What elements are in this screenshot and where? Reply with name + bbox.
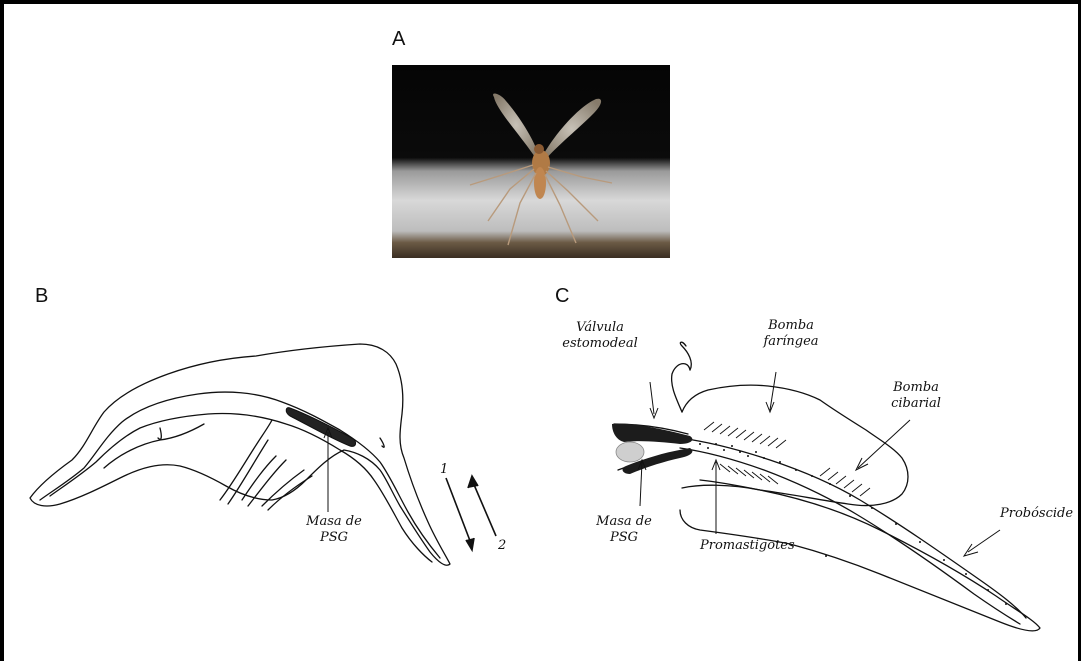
psg-mass-c (616, 442, 644, 462)
cibarial-pump-label-line1: Bomba (893, 380, 939, 395)
psg-mass-label-c-line1: Masa de (596, 514, 652, 529)
psg-mass-label-c: Masa de PSG (592, 514, 656, 546)
stomodeal-valve-label: Válvula estomodeal (560, 320, 640, 352)
promastigotes-label: Promastigotes (700, 538, 795, 554)
stomodeal-valve-label-line1: Válvula (576, 320, 624, 335)
pharyngeal-pump-label-line2: faríngea (763, 334, 818, 349)
pharyngeal-pump-label: Bomba faríngea (756, 318, 826, 350)
proboscis-label: Probóscide (1000, 506, 1073, 522)
stomodeal-valve-label-line2: estomodeal (562, 336, 638, 351)
psg-mass-label-c-line2: PSG (610, 530, 638, 545)
cibarial-pump-label-line2: cibarial (891, 396, 941, 411)
cibarial-pump-label: Bomba cibarial (876, 380, 956, 412)
pharyngeal-pump-label-line1: Bomba (768, 318, 814, 333)
